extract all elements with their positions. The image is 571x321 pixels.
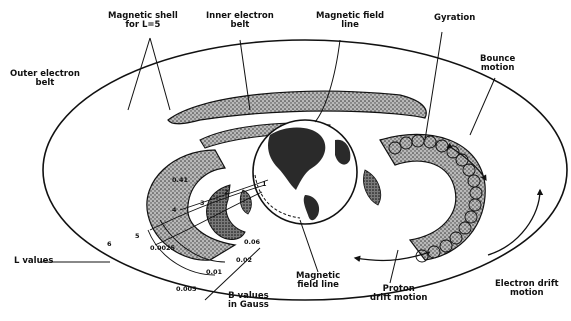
magnetic-field-line-top-label: Magnetic field line [316, 12, 384, 30]
b-values-label: B values in Gauss [228, 292, 269, 310]
l-number-2: 2 [224, 188, 229, 196]
l-values-label-text: L values [14, 257, 53, 266]
b-number-006: 0.06 [244, 238, 260, 246]
b-number-0005: 0.005 [176, 285, 197, 293]
magnetic-field-line-bottom-label: Magnetic field line [296, 272, 340, 290]
electron-drift-label-line2: motion [495, 289, 559, 298]
proton-drift-arrow [355, 252, 430, 260]
l-number-3: 3 [200, 199, 205, 207]
proton-drift-label-line2: drift motion [370, 294, 427, 303]
b-number-00025: 0.0025 [150, 244, 175, 252]
electron-drift-arrow [488, 190, 540, 255]
right-belt-section [380, 134, 485, 260]
bounce-motion-label: Bounce motion [480, 55, 515, 73]
gyration-label: Gyration [434, 14, 475, 23]
magnetic-shell-label: Magnetic shell for L=5 [108, 12, 178, 30]
b-number-041: 0.41 [172, 176, 188, 184]
gyration-label-text: Gyration [434, 14, 475, 23]
inner-belt-band [168, 91, 426, 124]
magnetic-shell-label-line2: for L=5 [108, 21, 178, 30]
magnetic-field-line-top-label-line2: line [316, 21, 384, 30]
l-values-label: L values [14, 257, 53, 266]
outer-electron-belt-label-line2: belt [10, 79, 80, 88]
electron-drift-label: Electron drift motion [495, 280, 559, 298]
l-number-4: 4 [172, 206, 177, 214]
proton-drift-label: Proton drift motion [370, 285, 427, 303]
outer-electron-belt-label: Outer electron belt [10, 70, 80, 88]
b-number-001: 0.01 [206, 268, 222, 276]
magnetic-field-line-bottom-label-line2: field line [296, 281, 340, 290]
inner-electron-belt-label-line2: belt [206, 21, 274, 30]
inner-electron-belt-label: Inner electron belt [206, 12, 274, 30]
l-number-1: 1 [262, 180, 267, 188]
l-number-5: 5 [135, 232, 140, 240]
b-number-002: 0.02 [236, 256, 252, 264]
bounce-motion-label-line2: motion [480, 64, 515, 73]
right-inner-section [363, 170, 380, 205]
b-values-label-line2: in Gauss [228, 301, 269, 310]
l-number-6: 6 [107, 240, 112, 248]
